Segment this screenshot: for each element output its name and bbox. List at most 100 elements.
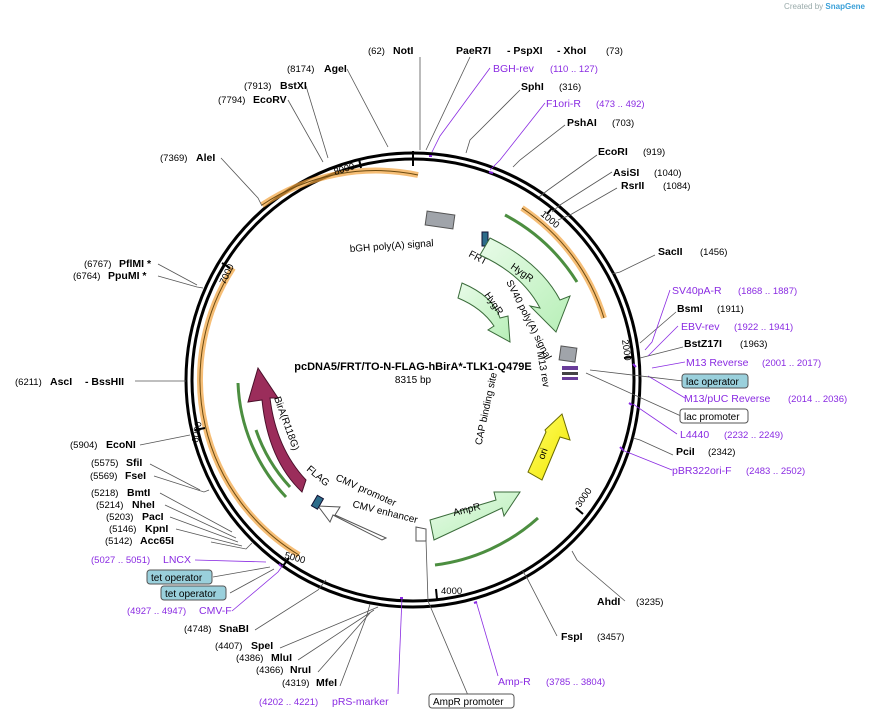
enzyme-name: PshAI	[567, 117, 597, 129]
primer-pos: (2014 .. 2036)	[788, 394, 847, 405]
lac-region-marks	[562, 366, 578, 380]
primer-name: LNCX	[163, 554, 191, 566]
primer-pos: (110 .. 127)	[550, 64, 598, 75]
enzyme-name: PpuMI *	[108, 270, 147, 282]
enzyme-name: AsiSI	[613, 167, 639, 179]
plasmid-length: 8315 bp	[395, 375, 432, 386]
sv40-polya-box	[558, 345, 578, 363]
orf-arc-bira-1	[236, 382, 288, 499]
hygr-arrow-2	[457, 282, 511, 343]
enzyme-name: AleI	[196, 152, 215, 164]
flag-label: FLAG	[304, 464, 331, 489]
enzyme-leader-lines	[135, 56, 684, 687]
orf-arc-top-left-line	[261, 170, 419, 206]
boxed-labels: lac operator lac promoter AmpR promoter …	[146, 373, 749, 709]
enzyme-pos: (5146)	[109, 524, 136, 535]
enzyme-name: EcoRI	[598, 146, 628, 158]
enzyme-pos: (703)	[612, 118, 634, 129]
enzyme-name: PflMI *	[119, 258, 152, 270]
primer-pos: (2001 .. 2017)	[762, 358, 821, 369]
primer-name: SV40pA-R	[672, 285, 722, 297]
enzyme-pos: (73)	[606, 46, 623, 57]
enzyme-pos: (5142)	[105, 536, 132, 547]
enzyme-name: SfiI	[126, 457, 142, 469]
tet-operator-box-2	[160, 585, 227, 601]
enzyme-pos: (5569)	[90, 471, 117, 482]
ampr-promoter-label: AmpR promoter	[433, 697, 504, 708]
primer-pos: (3785 .. 3804)	[546, 677, 605, 688]
snapgene-logo: SnapGene	[825, 2, 865, 11]
enzyme-pos: (5575)	[91, 458, 118, 469]
enzyme-name: NheI	[132, 499, 155, 511]
enzyme-name: KpnI	[145, 523, 168, 535]
primer-pos: (1922 .. 1941)	[734, 322, 793, 333]
enzyme-name: SpeI	[251, 640, 273, 652]
enzyme-pos: (919)	[643, 147, 665, 158]
lac-operator-label: lac operator	[686, 377, 739, 388]
ori-arrow	[527, 413, 571, 481]
cap-binding-label: CAP binding site	[474, 371, 500, 446]
enzyme-name: BsmI	[677, 303, 703, 315]
tick-label: 4000	[441, 586, 462, 597]
enzyme-pos: (7794)	[218, 95, 245, 106]
enzyme-name: - PspXI	[507, 45, 543, 57]
enzyme-name: AscI	[50, 376, 72, 388]
primer-marks	[278, 155, 637, 604]
primer-pos: (5027 .. 5051)	[91, 555, 150, 566]
enzyme-pos: (2342)	[708, 447, 735, 458]
enzyme-name: BstXI	[280, 80, 307, 92]
enzyme-name: BmtI	[127, 487, 150, 499]
primer-name: EBV-rev	[681, 321, 720, 333]
enzyme-pos: (6764)	[73, 271, 100, 282]
enzyme-pos: (5218)	[91, 488, 118, 499]
tick-label: 6000	[190, 421, 205, 444]
enzyme-pos: (1084)	[663, 181, 690, 192]
enzyme-pos: (1040)	[654, 168, 681, 179]
orf-arc-ampr	[434, 516, 540, 567]
primer-name: M13/pUC Reverse	[684, 393, 771, 405]
credit-prefix: Created by	[784, 2, 824, 11]
ring-ticks	[194, 151, 634, 600]
enzyme-pos: (7369)	[160, 153, 187, 164]
ori-label: ori	[536, 447, 550, 461]
primer-pos: (2232 .. 2249)	[724, 430, 783, 441]
enzyme-labels: (62) NotI PaeR7I - PspXI - XhoI (73) Sph…	[15, 45, 767, 689]
enzyme-pos: (62)	[368, 46, 385, 57]
box-leader-lines	[212, 369, 684, 701]
enzyme-pos: (4366)	[256, 665, 283, 676]
credit: Created by SnapGene	[784, 2, 865, 11]
enzyme-pos: (3235)	[636, 597, 663, 608]
enzyme-pos: (8174)	[287, 64, 314, 75]
enzyme-pos: (4407)	[215, 641, 242, 652]
enzyme-name: FspI	[561, 631, 583, 643]
enzyme-name: NotI	[393, 45, 413, 57]
enzyme-pos: (1963)	[740, 339, 767, 350]
primer-name: F1ori-R	[546, 98, 581, 110]
enzyme-pos: (4748)	[184, 624, 211, 635]
cmv-enhancer-arrow	[316, 505, 388, 541]
enzyme-pos: (5214)	[96, 500, 123, 511]
tick-label: 3000	[573, 486, 594, 510]
orf-arc-bira-2	[254, 429, 292, 489]
orf-arc-hygr	[504, 213, 579, 283]
enzyme-name: FseI	[125, 470, 146, 482]
primer-leader-lines	[194, 67, 686, 695]
enzyme-pos: (4319)	[282, 678, 309, 689]
primer-name: M13 Reverse	[686, 357, 749, 369]
ampr-arrow	[429, 491, 521, 541]
enzyme-pos: (1456)	[700, 247, 727, 258]
enzyme-name: AgeI	[324, 63, 347, 75]
enzyme-name: - XhoI	[557, 45, 586, 57]
cmv-promoter-arrow	[415, 526, 427, 542]
primer-pos: (473 .. 492)	[596, 99, 645, 110]
primer-pos: (2483 .. 2502)	[746, 466, 805, 477]
enzyme-pos: (3457)	[597, 632, 624, 643]
enzyme-name: PaeR7I	[456, 45, 491, 57]
enzyme-pos: (6767)	[84, 259, 111, 270]
lac-promoter-box	[679, 408, 749, 424]
enzyme-name: MluI	[271, 652, 292, 664]
tet-operator-box-1	[146, 569, 213, 585]
enzyme-name: RsrII	[621, 180, 644, 192]
enzyme-pos: (4386)	[236, 653, 263, 664]
lac-promoter-label: lac promoter	[684, 412, 740, 423]
